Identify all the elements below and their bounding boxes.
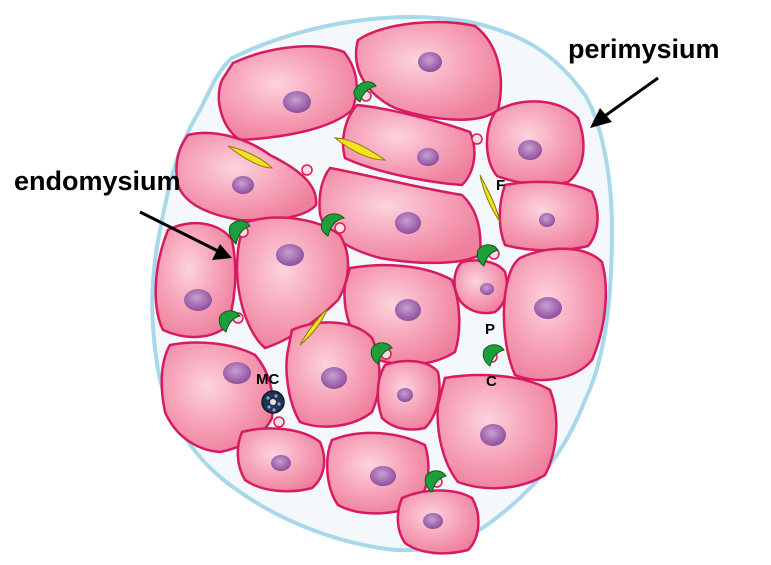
capillary-label: C [486,373,497,390]
nucleus [271,455,291,471]
nucleus [539,213,555,227]
nucleus [184,289,212,311]
nucleus [370,466,396,486]
mast-cell [262,391,284,413]
nucleus [534,297,562,319]
mast-cell-label: MC [256,371,279,388]
capillary [274,417,284,427]
nucleus [395,212,421,234]
nucleus [480,424,506,446]
capillary [335,223,345,233]
nucleus [276,244,304,266]
perimysium-arrow [602,78,658,118]
fibroblast-label: F [496,177,505,194]
nucleus [397,388,413,402]
nucleus [423,513,443,529]
capillary [472,134,482,144]
capillary [302,165,312,175]
nucleus [223,362,251,384]
endomysium-label: endomysium [14,166,181,196]
nucleus [321,367,347,389]
nucleus [518,140,542,160]
nucleus [232,176,254,194]
nucleus [283,91,311,113]
pericyte-label: P [485,321,495,338]
nucleus [418,52,442,72]
nucleus [417,148,439,166]
nucleus [480,283,494,295]
perimysium-label: perimysium [568,34,720,64]
nucleus [395,299,421,321]
